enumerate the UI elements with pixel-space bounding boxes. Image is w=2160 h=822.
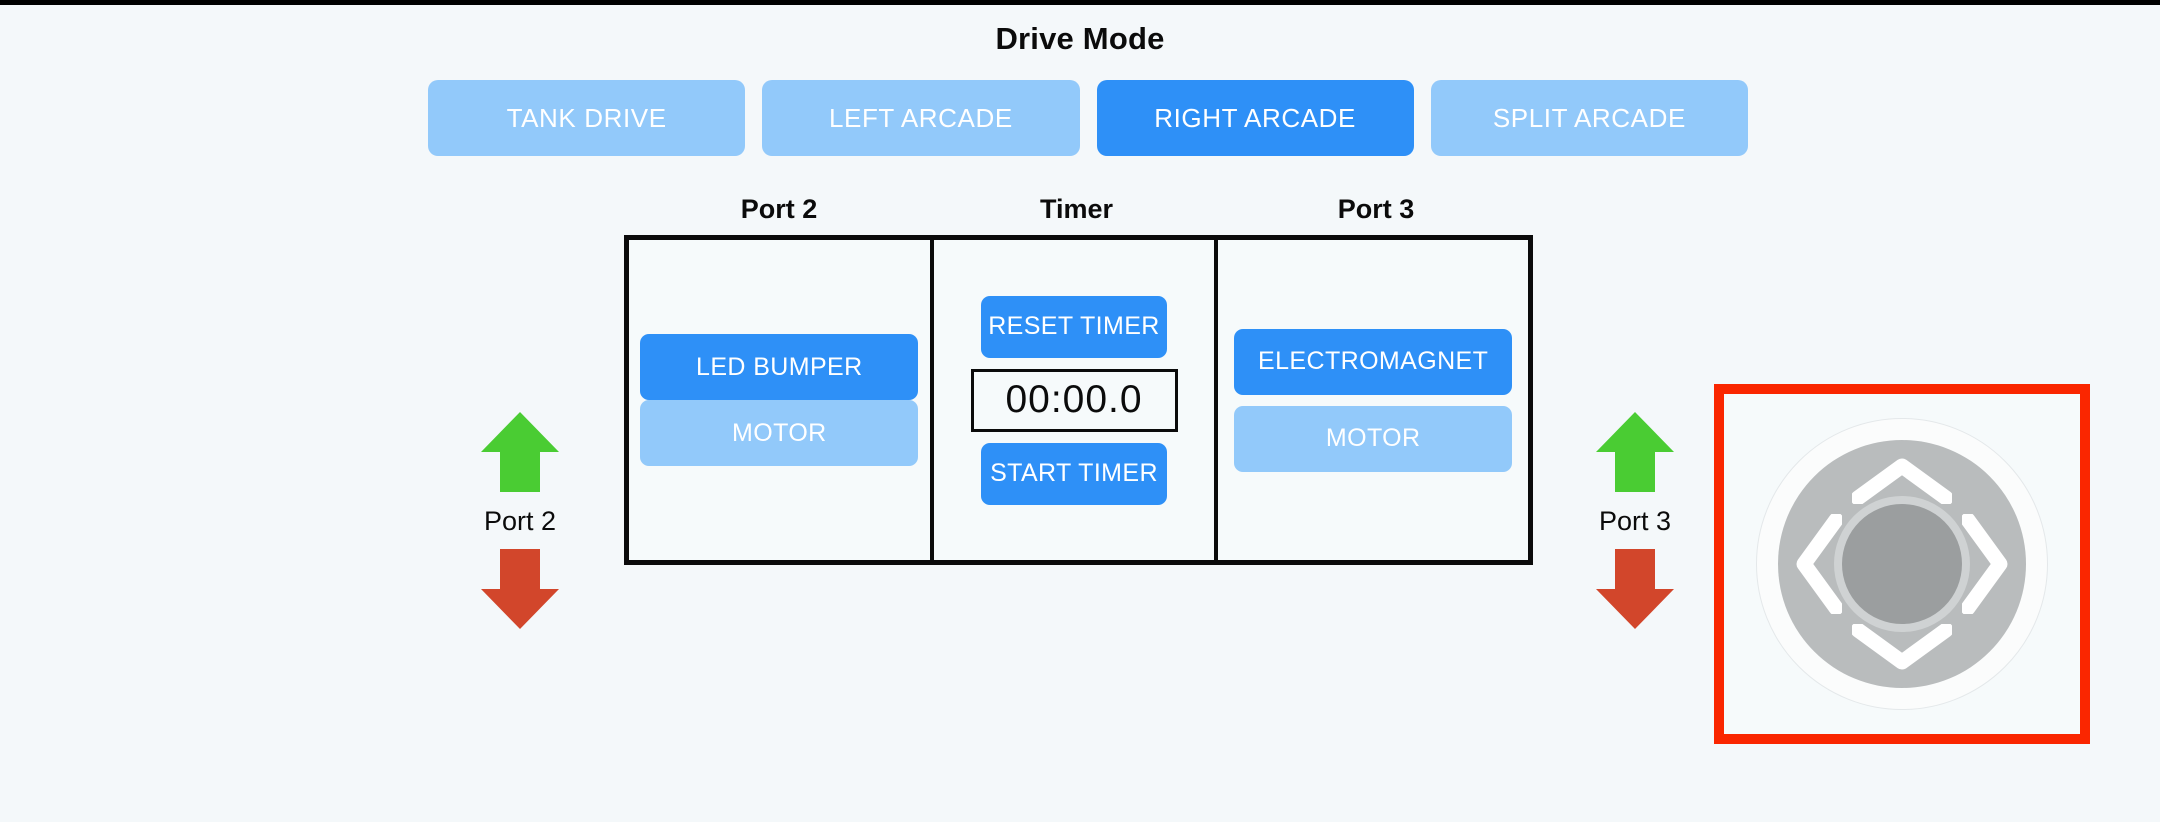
timer-display: 00:00.0	[970, 368, 1178, 432]
drive-mode-left-arcade[interactable]: LEFT ARCADE	[762, 80, 1080, 156]
panel-column-port3: ELECTROMAGNET MOTOR	[1218, 240, 1528, 560]
port3-label: Port 3	[1598, 506, 1672, 536]
dpad-center-button[interactable]	[1842, 504, 1962, 624]
top-black-bar	[0, 0, 2160, 5]
red-down-arrow-icon[interactable]	[1594, 547, 1676, 631]
drive-mode-split-arcade[interactable]: SPLIT ARCADE	[1430, 80, 1748, 156]
drive-mode-tank-drive[interactable]: TANK DRIVE	[428, 80, 746, 156]
dpad-icon[interactable]	[1756, 418, 2048, 710]
led-bumper-button[interactable]: LED BUMPER	[640, 334, 919, 400]
electromagnet-button[interactable]: ELECTROMAGNET	[1234, 328, 1513, 395]
device-panel-box: LED BUMPER MOTOR RESET TIMER 00:00.0 STA…	[624, 235, 1533, 565]
drive-mode-selector: TANK DRIVE LEFT ARCADE RIGHT ARCADE SPLI…	[428, 80, 1748, 156]
drive-mode-right-arcade[interactable]: RIGHT ARCADE	[1096, 80, 1414, 156]
green-up-arrow-icon[interactable]	[479, 410, 561, 494]
port3-motor-button[interactable]: MOTOR	[1234, 405, 1513, 472]
start-timer-button[interactable]: START TIMER	[981, 442, 1167, 505]
dpad-highlight-frame	[1714, 384, 2090, 744]
dpad-down-chevron-icon[interactable]	[1852, 624, 1952, 670]
port2-control-group: Port 2	[425, 410, 615, 631]
dpad-right-chevron-icon[interactable]	[1962, 514, 2008, 614]
red-down-arrow-icon[interactable]	[479, 547, 561, 631]
port2-motor-button[interactable]: MOTOR	[640, 400, 919, 466]
reset-timer-button[interactable]: RESET TIMER	[981, 295, 1167, 358]
green-up-arrow-icon[interactable]	[1594, 410, 1676, 494]
panel-header-port3: Port 3	[1337, 194, 1415, 224]
panel-header-timer: Timer	[1039, 194, 1114, 224]
panel-column-timer: RESET TIMER 00:00.0 START TIMER	[934, 240, 1219, 560]
port2-label: Port 2	[483, 506, 557, 536]
dpad-left-chevron-icon[interactable]	[1796, 514, 1842, 614]
page-title: Drive Mode	[995, 21, 1165, 56]
panel-column-port2: LED BUMPER MOTOR	[629, 240, 934, 560]
port3-control-group: Port 3	[1540, 410, 1730, 631]
panel-header-port2: Port 2	[740, 194, 818, 224]
dpad-up-chevron-icon[interactable]	[1852, 458, 1952, 504]
